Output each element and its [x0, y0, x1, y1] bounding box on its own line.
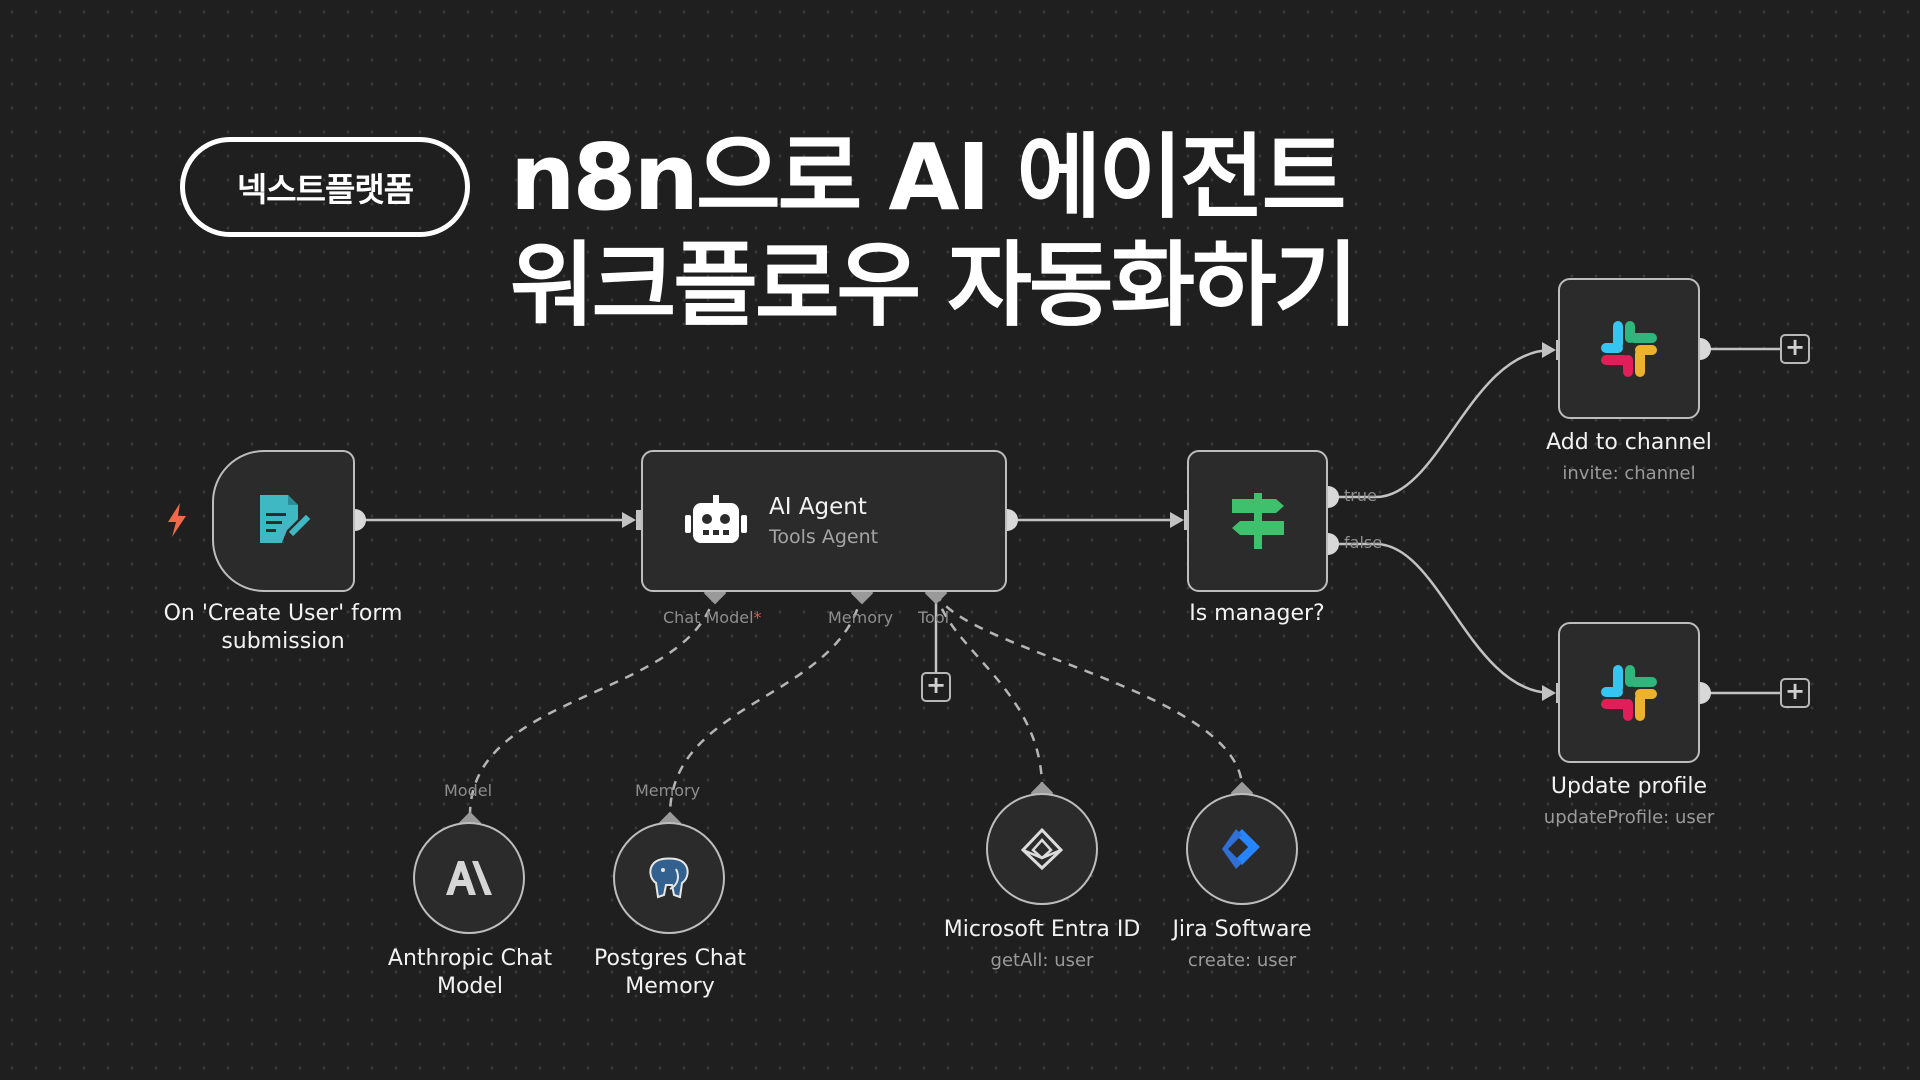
node-microsoft-entra-id[interactable] [986, 793, 1098, 905]
node-jira-software[interactable] [1186, 793, 1298, 905]
port-label-postgres-memory: Memory [635, 781, 701, 800]
add-tool-button[interactable]: + [921, 672, 951, 702]
slack-icon [1601, 320, 1657, 377]
add-node-after-add-channel-button[interactable]: + [1780, 334, 1810, 364]
ai-agent-subtitle: Tools Agent [769, 526, 879, 548]
form-edit-icon [259, 495, 314, 544]
postgres-elephant-icon [649, 857, 689, 899]
node-update-profile[interactable] [1558, 622, 1700, 763]
add-node-after-update-profile-button[interactable]: + [1780, 678, 1810, 708]
entra-id-icon [1020, 827, 1064, 871]
node-add-to-channel[interactable] [1558, 278, 1700, 419]
brand-badge: 넥스트플랫폼 [180, 137, 470, 237]
label-postgres: Postgres Chat Memory [550, 945, 790, 1001]
sublabel-update-profile: updateProfile: user [1543, 807, 1715, 828]
port-chat-model-text: Chat Model [663, 608, 754, 627]
input-arrow-add-channel [1542, 342, 1556, 358]
node-ai-agent[interactable]: AI Agent Tools Agent [641, 450, 1007, 592]
label-anthropic-line2: Model [436, 974, 504, 999]
sublabel-add-to-channel: invite: channel [1562, 463, 1696, 484]
wire-false-to-update-profile [1328, 542, 1553, 695]
node-is-manager[interactable] [1187, 450, 1328, 592]
page-title-line2: 워크플로우 자동화하기 [510, 232, 1358, 339]
label-anthropic: Anthropic Chat Model [350, 945, 590, 1001]
label-add-to-channel: Add to channel [1546, 430, 1712, 455]
label-entra: Microsoft Entra ID [943, 917, 1141, 942]
wire-tool-entra-dashed [934, 592, 1044, 786]
wire-true-to-add-channel [1328, 348, 1553, 499]
port-label-true: true [1344, 486, 1377, 505]
port-label-model: Model [444, 781, 493, 800]
jira-icon [1222, 829, 1260, 869]
port-label-false: false [1344, 533, 1383, 552]
sublabel-entra: getAll: user [990, 950, 1094, 971]
label-anthropic-line1: Anthropic Chat [387, 946, 553, 971]
anthropic-icon [446, 861, 492, 895]
slack-icon [1601, 664, 1657, 721]
port-label-tool: Tool [918, 608, 950, 627]
label-is-manager: Is manager? [1189, 601, 1325, 626]
input-arrow-agent [622, 512, 636, 528]
wire-memory-dashed [668, 592, 864, 816]
label-form-trigger-line2: submission [221, 629, 345, 654]
node-postgres-chat-memory[interactable] [613, 822, 725, 934]
port-label-chat-model: Chat Model* [663, 608, 762, 627]
port-label-memory: Memory [828, 608, 894, 627]
label-postgres-line2: Memory [625, 974, 715, 999]
ai-agent-title: AI Agent [769, 494, 867, 520]
trigger-bolt-icon [168, 503, 186, 537]
signpost-icon [1231, 493, 1284, 549]
required-mark: * [753, 608, 762, 627]
label-update-profile: Update profile [1550, 774, 1708, 799]
sublabel-jira: create: user [1187, 950, 1297, 971]
wire-chat-model-dashed [468, 592, 717, 816]
label-form-trigger: On 'Create User' form submission [143, 600, 423, 656]
label-form-trigger-line1: On 'Create User' form [163, 601, 403, 626]
label-postgres-line1: Postgres Chat [594, 946, 746, 971]
ai-agent-text: AI Agent Tools Agent [769, 494, 878, 548]
input-arrow-if [1170, 512, 1184, 528]
node-anthropic-chat-model[interactable] [413, 822, 525, 934]
input-arrow-update-profile [1542, 685, 1556, 701]
robot-icon [685, 495, 747, 543]
node-form-trigger[interactable] [212, 450, 355, 592]
page-title-line1: n8n으로 AI 에이전트 [510, 124, 1346, 231]
label-jira: Jira Software [1172, 917, 1312, 942]
